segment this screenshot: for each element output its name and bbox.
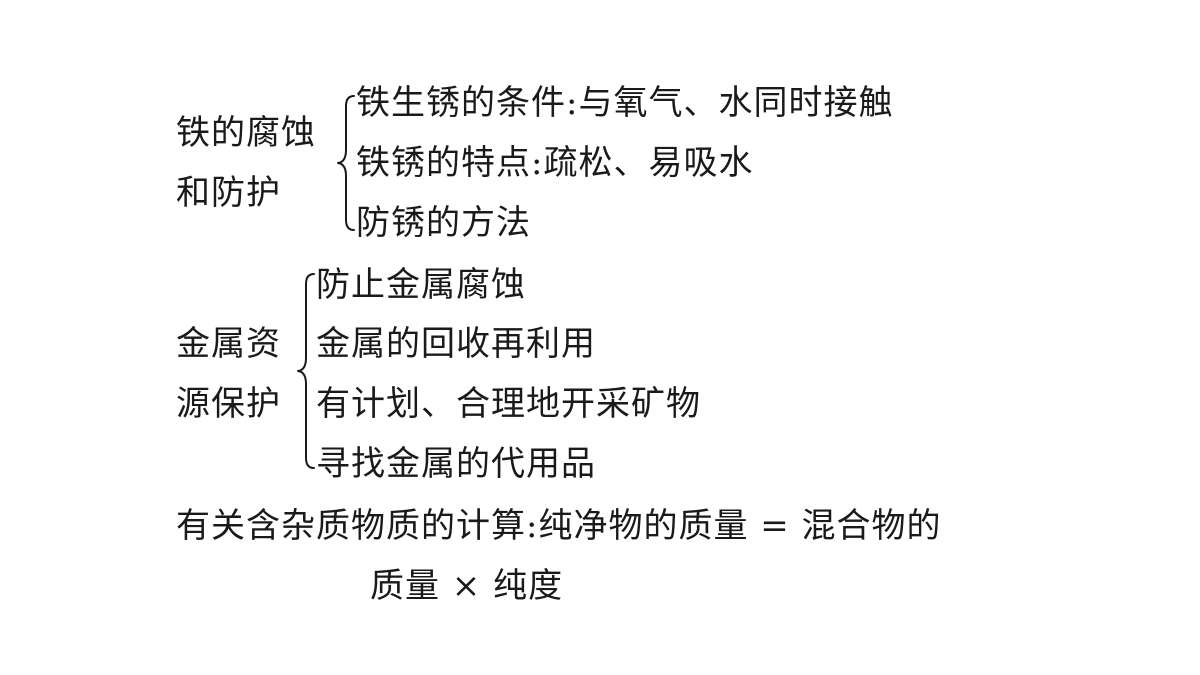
- section1-item-2: 防锈的方法: [356, 203, 531, 243]
- section2-item-2: 有计划、合理地开采矿物: [316, 384, 701, 424]
- section2-label-line1: 金属资: [176, 324, 281, 364]
- section2-brace: [297, 273, 315, 469]
- section1-brace: [337, 95, 355, 231]
- section2-label-line2: 源保护: [176, 384, 281, 424]
- section3-line2: 质量 × 纯度: [370, 566, 564, 606]
- section2-item-3: 寻找金属的代用品: [316, 444, 596, 484]
- section3-line1: 有关含杂质物质的计算:纯净物的质量 = 混合物的: [176, 506, 942, 546]
- section1-label-line2: 和防护: [176, 173, 281, 213]
- section1-item-1: 铁锈的特点:疏松、易吸水: [356, 143, 754, 183]
- section1-label-line1: 铁的腐蚀: [176, 113, 316, 153]
- section2-item-1: 金属的回收再利用: [316, 324, 596, 364]
- section2-item-0: 防止金属腐蚀: [316, 265, 526, 305]
- section1-item-0: 铁生锈的条件:与氧气、水同时接触: [356, 83, 894, 123]
